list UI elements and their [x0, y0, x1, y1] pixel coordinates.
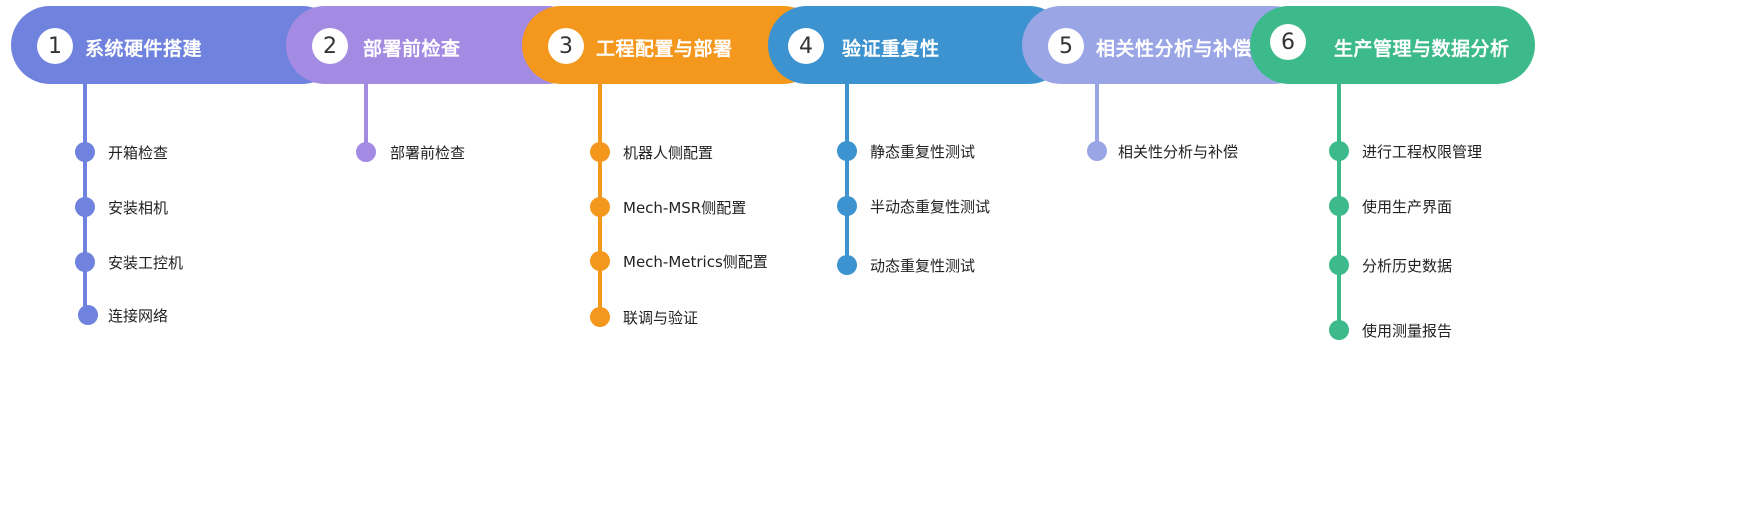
stage-6-step-label[interactable]: 进行工程权限管理 — [1362, 143, 1483, 161]
stage-3-title: 工程配置与部署 — [596, 38, 733, 60]
stage-3-step-dot — [590, 251, 610, 271]
stage-5-connector-line — [1095, 80, 1099, 151]
stage-2-number-badge: 2 — [312, 28, 348, 64]
stage-6-step-dot — [1329, 255, 1349, 275]
stage-1-step-label[interactable]: 安装工控机 — [108, 254, 184, 272]
stage-6-step-label[interactable]: 使用测量报告 — [1362, 322, 1453, 340]
stage-5-title: 相关性分析与补偿 — [1096, 38, 1253, 60]
stage-3-number-badge: 3 — [548, 28, 584, 64]
stage-3-step-label[interactable]: Mech-Metrics侧配置 — [623, 253, 768, 271]
stage-4-step-dot — [837, 196, 857, 216]
stage-2-step-label[interactable]: 部署前检查 — [390, 144, 466, 162]
stage-6-step-label[interactable]: 使用生产界面 — [1362, 198, 1453, 216]
stage-2-connector-line — [364, 80, 368, 152]
stage-6-step-dot — [1329, 196, 1349, 216]
stage-6-step-label[interactable]: 分析历史数据 — [1362, 257, 1453, 275]
stage-4-connector-line — [845, 80, 849, 265]
stage-4-step-label[interactable]: 静态重复性测试 — [870, 143, 976, 161]
stage-3-step-dot — [590, 307, 610, 327]
stage-1-step-label[interactable]: 开箱检查 — [108, 144, 169, 162]
stage-1-step-label[interactable]: 连接网络 — [108, 307, 169, 325]
stage-1-step-label[interactable]: 安装相机 — [108, 199, 169, 217]
stage-6-header[interactable]: 6 生产管理与数据分析 — [1250, 6, 1535, 84]
stage-3-step-label[interactable]: 联调与验证 — [623, 309, 699, 327]
stage-4-step-label[interactable]: 动态重复性测试 — [870, 257, 976, 275]
stage-5-step-dot — [1087, 141, 1107, 161]
stage-5-step-label[interactable]: 相关性分析与补偿 — [1118, 143, 1239, 161]
stage-1-step-dot — [78, 305, 98, 325]
stage-1-step-dot — [75, 142, 95, 162]
stage-6-number-badge: 6 — [1270, 24, 1306, 60]
stage-3-step-label[interactable]: 机器人侧配置 — [623, 144, 714, 162]
stage-1-step-dot — [75, 197, 95, 217]
stage-4-step-label[interactable]: 半动态重复性测试 — [870, 198, 991, 216]
stage-2-step-dot — [356, 142, 376, 162]
stage-6-title: 生产管理与数据分析 — [1334, 38, 1510, 60]
stage-6-step-dot — [1329, 141, 1349, 161]
stage-4-step-dot — [837, 141, 857, 161]
stage-3-step-label[interactable]: Mech-MSR侧配置 — [623, 199, 747, 217]
stage-3-step-dot — [590, 197, 610, 217]
stage-4-header[interactable]: 4 验证重复性 — [768, 6, 1068, 84]
stage-4-step-dot — [837, 255, 857, 275]
stage-6-step-dot — [1329, 320, 1349, 340]
stage-4-title: 验证重复性 — [842, 38, 940, 60]
stage-2-title: 部署前检查 — [363, 38, 461, 60]
stage-1-number-badge: 1 — [37, 28, 73, 64]
stage-5-number-badge: 5 — [1048, 28, 1084, 64]
stage-3-step-dot — [590, 142, 610, 162]
stage-1-title: 系统硬件搭建 — [85, 38, 203, 60]
stage-1-step-dot — [75, 252, 95, 272]
stage-4-number-badge: 4 — [788, 28, 824, 64]
